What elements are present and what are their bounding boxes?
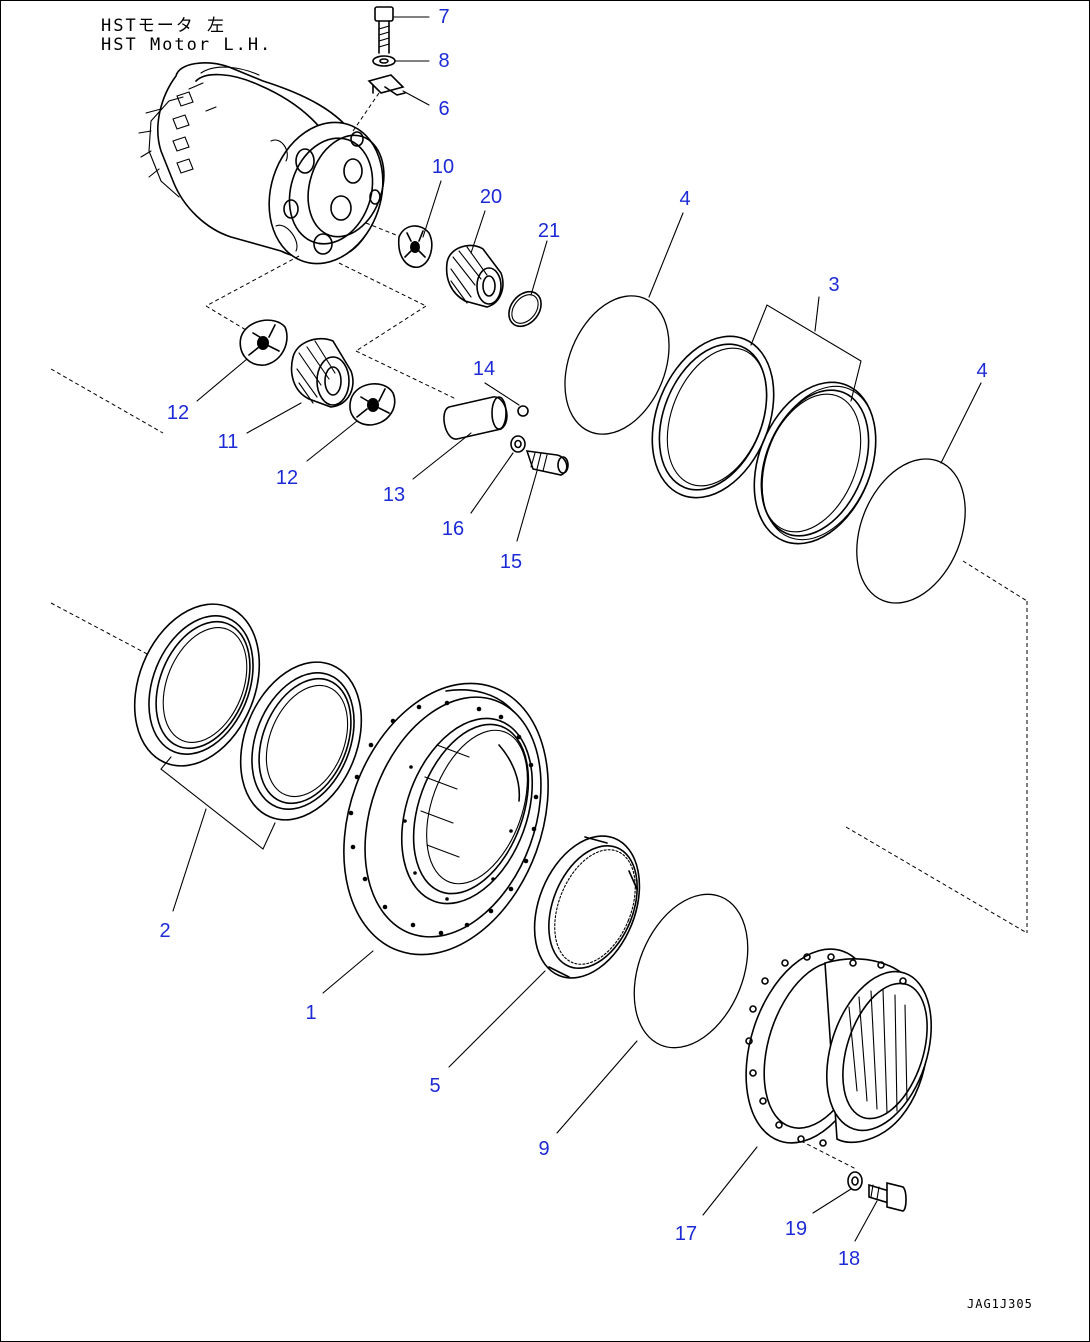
o-ring-4-lower: [856, 458, 966, 604]
hub-bolt-holes: [348, 700, 539, 936]
bearing-11: [290, 337, 354, 408]
callout-4-lower: 4: [976, 360, 987, 382]
floating-seal-3: [651, 335, 877, 545]
callout-3: 3: [828, 274, 839, 296]
washer-16: [510, 435, 526, 453]
washer-8: [372, 55, 396, 67]
callout-14: 14: [473, 358, 495, 380]
thrust-washer-10: [397, 225, 433, 268]
seal-set-2: [133, 603, 363, 821]
callout-brackets: [160, 296, 862, 912]
hst-motor-illustration: [138, 62, 385, 265]
callout-9: 9: [538, 1138, 549, 1160]
callout-4-upper: 4: [679, 188, 690, 210]
callout-17: 17: [675, 1223, 697, 1245]
callout-21: 21: [538, 220, 560, 242]
o-ring-9: [633, 893, 749, 1049]
title-japanese: HSTモータ 左: [101, 16, 226, 36]
sprocket-hub-17: [745, 948, 933, 1147]
leader-lines: [196, 16, 982, 1242]
callout-15: 15: [500, 551, 522, 573]
callout-10: 10: [432, 156, 454, 178]
callout-13: 13: [383, 484, 405, 506]
lock-plate-6: [367, 74, 406, 96]
callout-16: 16: [442, 518, 464, 540]
shaft-13: [443, 396, 508, 440]
gear-20: [445, 244, 504, 308]
callout-5: 5: [429, 1075, 440, 1097]
thrust-washer-12-upper: [239, 319, 288, 366]
hub-1: [343, 682, 549, 956]
ball-14: [517, 405, 529, 417]
callout-11: 11: [218, 431, 239, 453]
callout-12-upper: 12: [167, 402, 189, 424]
ring-gear-5: [533, 835, 641, 979]
bolt-18: [868, 1181, 907, 1212]
plug-15: [525, 450, 569, 476]
o-ring-4-upper: [564, 295, 670, 435]
callout-18: 18: [838, 1248, 860, 1270]
callout-19: 19: [785, 1218, 807, 1240]
drawing-number: JAG1J305: [967, 1297, 1033, 1311]
callout-12-lower: 12: [276, 467, 298, 489]
callout-labels: 7 8 6 10 20 21 4 3 4 14 12 11 12 13 16 1…: [159, 6, 987, 1270]
thrust-washer-12-lower: [349, 383, 396, 426]
callout-8: 8: [438, 50, 449, 72]
washer-19: [847, 1171, 863, 1191]
sprocket-bolt-holes: [745, 953, 907, 1147]
callout-6: 6: [438, 98, 449, 120]
callout-20: 20: [480, 186, 502, 208]
callout-7: 7: [438, 6, 449, 28]
callout-2: 2: [159, 920, 170, 942]
snap-ring-21: [508, 290, 542, 328]
callout-1: 1: [305, 1002, 316, 1024]
title-english: HST Motor L.H.: [101, 35, 273, 55]
bolt-7: [374, 6, 394, 54]
